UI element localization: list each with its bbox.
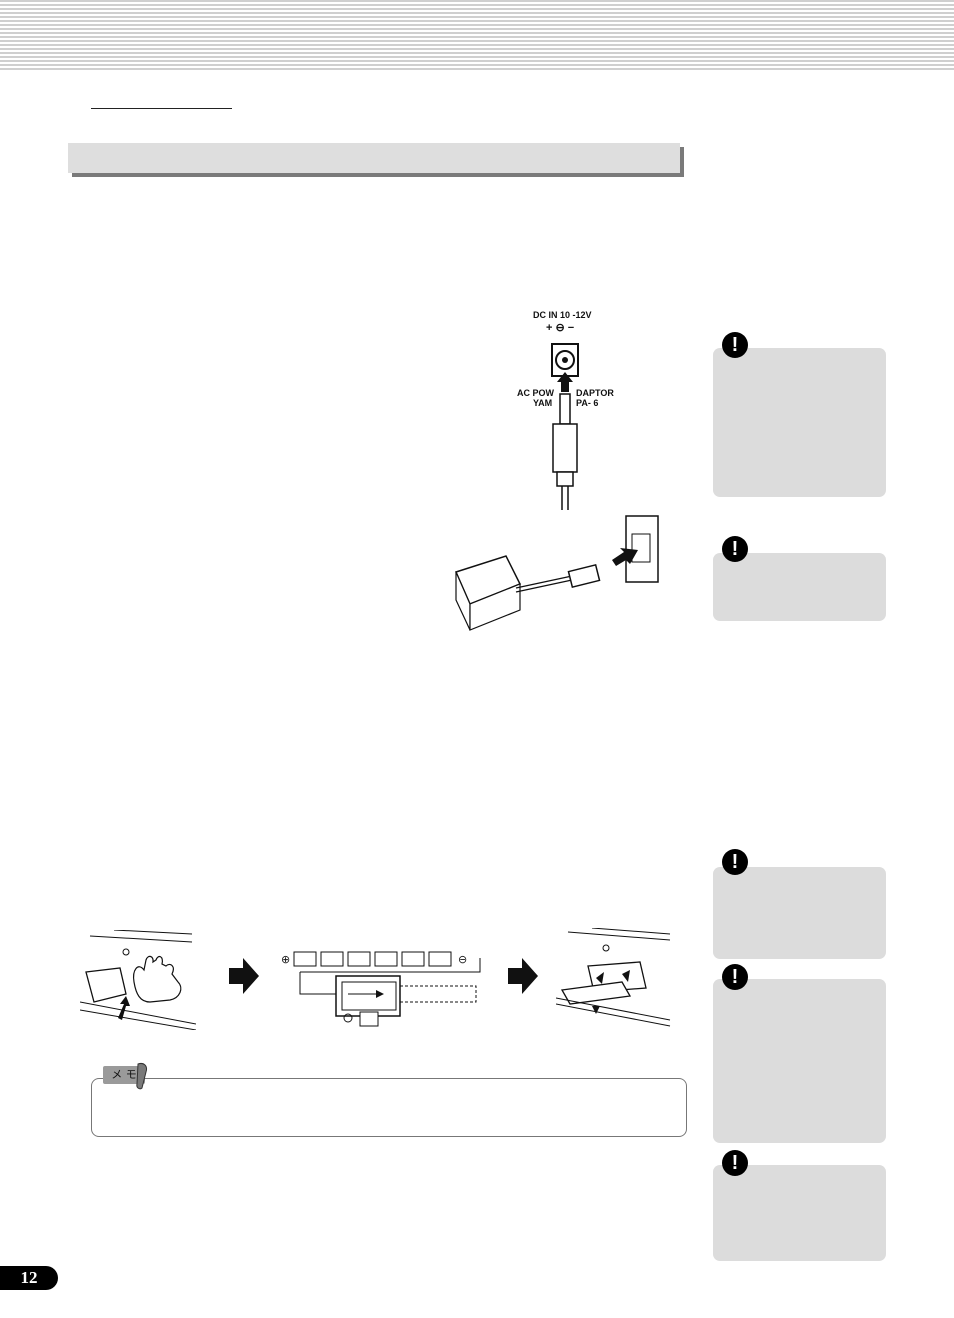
caution-exclamation-icon: ! [722,849,748,875]
header-stripes [0,0,954,72]
page-number-badge: 12 [0,1266,58,1290]
caution-box-1 [713,348,886,497]
caution-exclamation-icon: ! [722,536,748,562]
dc-jack-plug-figure [551,343,579,510]
heading-underline [91,108,232,109]
adaptor-label-right-2: PA- 6 [576,398,599,408]
caution-box-5 [713,1165,886,1261]
section-title-bar [68,143,680,173]
arrow-right-icon [229,958,259,994]
svg-text:⊖: ⊖ [458,953,467,966]
caution-exclamation-icon: ! [722,332,748,358]
battery-cover-open-figure [80,930,196,1030]
battery-orientation-figure: ⊕ ⊖ [281,951,481,1027]
caution-box-3 [713,867,886,959]
caution-box-2 [713,553,886,621]
battery-cover-close-figure [556,928,671,1027]
memo-tag: メ モ [103,1066,145,1084]
caution-exclamation-icon: ! [722,964,748,990]
svg-text:⊕: ⊕ [281,953,290,966]
memo-scroll-icon [136,1063,147,1090]
adaptor-label-left-2: YAM [533,398,553,408]
memo-box [91,1078,687,1137]
dc-in-label: DC IN 10 -12V [533,310,592,320]
adaptor-outlet-figure [454,515,659,631]
adaptor-label-right-1: DAPTOR [576,388,614,398]
caution-exclamation-icon: ! [722,1150,748,1176]
caution-box-4 [713,979,886,1143]
adaptor-label-left-1: AC POW [517,388,554,398]
dc-polarity-symbol: + ⊖ − [546,322,575,334]
arrow-right-icon [508,958,538,994]
